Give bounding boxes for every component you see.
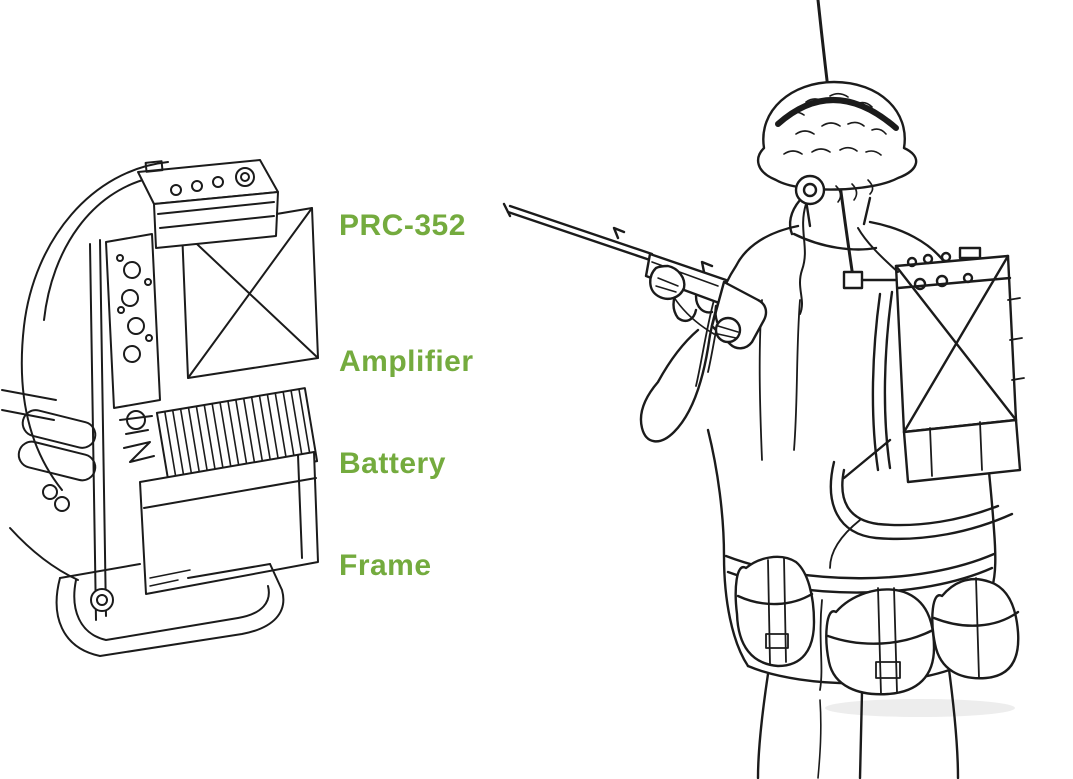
label-prc-352: PRC-352 bbox=[339, 209, 466, 242]
label-frame: Frame bbox=[339, 549, 432, 582]
label-battery: Battery bbox=[339, 447, 446, 480]
soldier-with-manpack-radio-illustration bbox=[502, 0, 1025, 779]
label-amplifier: Amplifier bbox=[339, 345, 474, 378]
radio-stack-illustration bbox=[1, 159, 319, 657]
